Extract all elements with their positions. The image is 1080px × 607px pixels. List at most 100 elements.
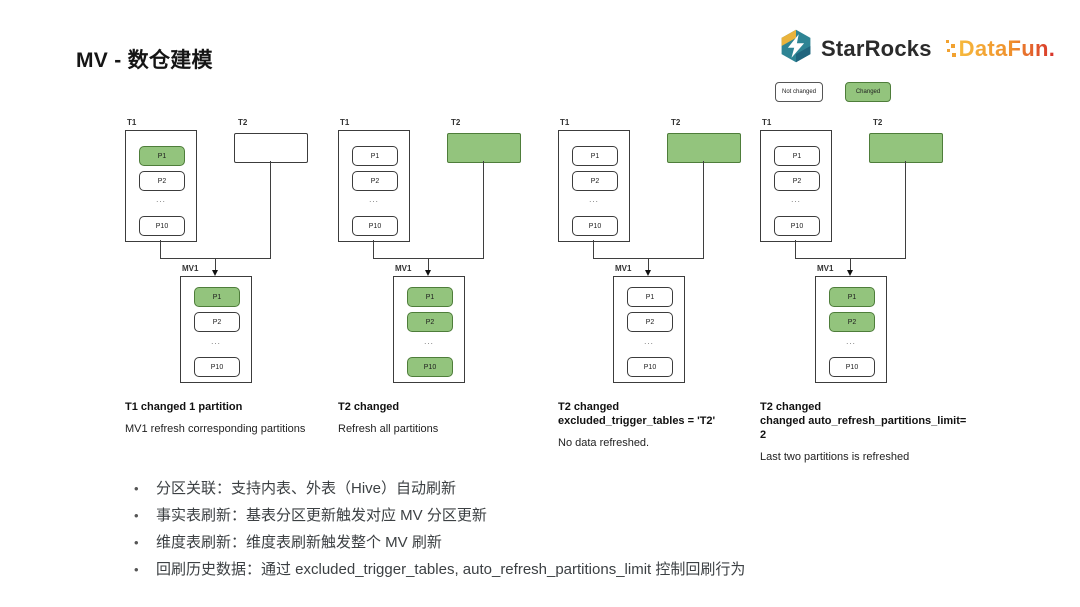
list-item: • 回刷历史数据：通过 excluded_trigger_tables, auto… xyxy=(134,561,954,578)
caption-bold-line: T2 changed xyxy=(760,401,822,413)
connector-line xyxy=(795,240,796,258)
bullet-dot-icon: • xyxy=(134,481,139,496)
partition-box: P1 xyxy=(194,287,240,307)
connector-line xyxy=(703,161,704,258)
bullet-list: • 分区关联：支持内表、外表（Hive）自动刷新 • 事实表刷新：基表分区更新触发对应… xyxy=(134,480,954,588)
partition-box: P1 xyxy=(774,146,820,166)
partition-box: P2 xyxy=(139,171,185,191)
starrocks-logo-text: StarRocks xyxy=(821,35,932,61)
caption-sub-line: No data refreshed. xyxy=(558,437,650,449)
table-t1-label: T1 xyxy=(560,118,570,127)
connector-line xyxy=(160,240,161,258)
page-title: MV - 数仓建模 xyxy=(76,49,213,72)
legend: Not changed Changed xyxy=(775,82,892,102)
caption-bold-line: T2 changed xyxy=(338,401,400,413)
bullet-text: 分区关联：支持内表、外表（Hive）自动刷新 xyxy=(156,480,457,497)
connector-line xyxy=(905,161,906,258)
bullet-dot-icon: • xyxy=(134,535,139,550)
list-item: • 维度表刷新：维度表刷新触发整个 MV 刷新 xyxy=(134,534,954,551)
mv-label: MV1 xyxy=(817,264,834,273)
partition-box: P1 xyxy=(829,287,875,307)
table-t2-box xyxy=(667,133,741,163)
partition-ellipsis: ... xyxy=(211,337,221,346)
caption-sub-line: Last two partitions is refreshed xyxy=(760,451,910,463)
legend-not-changed-chip: Not changed xyxy=(775,82,824,102)
partition-box: P1 xyxy=(139,146,185,166)
datafun-logo-text: DataFun. xyxy=(958,35,1056,61)
table-t2-box xyxy=(234,133,308,163)
arrow-down-icon xyxy=(645,270,651,276)
mv-label: MV1 xyxy=(182,264,199,273)
caption-bold-line: excluded_trigger_tables = 'T2' xyxy=(558,415,716,427)
connector-line xyxy=(850,258,851,271)
bullet-text: 回刷历史数据：通过 excluded_trigger_tables, auto_… xyxy=(156,561,746,578)
connector-line xyxy=(270,161,271,258)
arrow-down-icon xyxy=(847,270,853,276)
partition-box: P2 xyxy=(829,312,875,332)
datafun-pixel-dots-icon xyxy=(945,38,958,60)
table-t2-box xyxy=(447,133,521,163)
partition-ellipsis: ... xyxy=(644,337,654,346)
connector-line xyxy=(483,161,484,258)
bullet-text: 维度表刷新：维度表刷新触发整个 MV 刷新 xyxy=(156,534,442,551)
mv-label: MV1 xyxy=(395,264,412,273)
partition-box: P10 xyxy=(352,216,398,236)
partition-box: P10 xyxy=(829,357,875,377)
table-t1-label: T1 xyxy=(762,118,772,127)
caption-bold-line: T1 changed 1 partition xyxy=(125,401,243,413)
partition-ellipsis: ... xyxy=(846,337,856,346)
starrocks-logo: StarRocks xyxy=(778,28,932,69)
bullet-dot-icon: • xyxy=(134,508,139,523)
partition-box: P1 xyxy=(352,146,398,166)
table-t1-label: T1 xyxy=(340,118,350,127)
table-t2-label: T2 xyxy=(873,118,883,127)
arrow-down-icon xyxy=(212,270,218,276)
partition-box: P10 xyxy=(407,357,453,377)
table-t2-label: T2 xyxy=(671,118,681,127)
partition-box: P10 xyxy=(627,357,673,377)
partition-box: P2 xyxy=(352,171,398,191)
mv-label: MV1 xyxy=(615,264,632,273)
connector-line xyxy=(428,258,429,271)
partition-box: P2 xyxy=(194,312,240,332)
partition-box: P10 xyxy=(139,216,185,236)
datafun-logo: DataFun. xyxy=(945,35,1056,62)
table-t2-box xyxy=(869,133,943,163)
arrow-down-icon xyxy=(425,270,431,276)
partition-ellipsis: ... xyxy=(156,195,166,204)
partition-box: P2 xyxy=(774,171,820,191)
partition-ellipsis: ... xyxy=(369,195,379,204)
caption-sub-line: MV1 refresh corresponding partitions xyxy=(125,423,306,435)
connector-line xyxy=(215,258,216,271)
connector-line xyxy=(373,240,374,258)
partition-box: P10 xyxy=(572,216,618,236)
starrocks-hexagon-icon xyxy=(778,28,814,69)
diagram-caption: T2 changed excluded_trigger_tables = 'T2'… xyxy=(558,400,773,450)
legend-changed-chip: Changed xyxy=(845,82,892,102)
table-t2-label: T2 xyxy=(238,118,248,127)
partition-box: P2 xyxy=(407,312,453,332)
connector-line xyxy=(593,240,594,258)
partition-ellipsis: ... xyxy=(791,195,801,204)
bullet-dot-icon: • xyxy=(134,562,139,577)
table-t1-label: T1 xyxy=(127,118,137,127)
caption-bold-line: T2 changed xyxy=(558,401,620,413)
logo-row: StarRocks DataFun. xyxy=(778,28,1055,69)
partition-ellipsis: ... xyxy=(589,195,599,204)
bullet-text: 事实表刷新：基表分区更新触发对应 MV 分区更新 xyxy=(156,507,487,524)
partition-box: P10 xyxy=(774,216,820,236)
connector-line xyxy=(648,258,649,271)
caption-bold-line: changed auto_refresh_partitions_limit= 2 xyxy=(760,415,967,441)
caption-sub-line: Refresh all partitions xyxy=(338,423,439,435)
